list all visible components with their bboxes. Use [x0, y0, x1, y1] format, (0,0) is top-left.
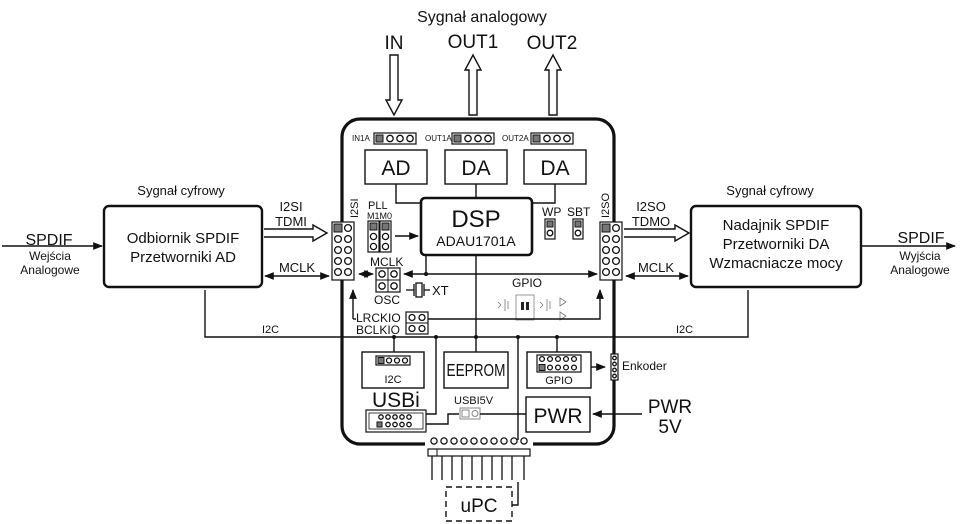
bclkio-label: BCLKIO	[356, 323, 400, 337]
gpio-header[interactable]	[536, 354, 582, 373]
receiver-line1: Odbiornik SPDIF	[127, 230, 240, 247]
eeprom-label: EEPROM	[447, 362, 506, 381]
upc-block	[445, 486, 513, 522]
i2si-label: I2SI	[349, 198, 361, 218]
usbi5v-label: USBI5V	[454, 395, 494, 407]
out1-arrow	[463, 53, 483, 116]
enkoder-header[interactable]	[610, 353, 619, 381]
analog-output-line2: Analogowe	[890, 263, 950, 277]
da2-label: DA	[540, 157, 569, 180]
in-label: IN	[385, 33, 404, 54]
mclk-osc-jumper[interactable]	[375, 267, 401, 293]
out2-label: OUT2	[527, 33, 578, 54]
i2so-bus-arrow	[624, 223, 691, 243]
xt-label: XT	[432, 283, 449, 298]
i2si-bus-arrow	[264, 223, 329, 243]
i2si-header[interactable]	[331, 221, 355, 281]
analog-signal-title: Sygnał analogowy	[417, 9, 547, 26]
i2c-block	[361, 351, 425, 389]
receiver-block	[102, 204, 264, 289]
osc-label: OSC	[374, 293, 400, 307]
pwr-label: PWR	[534, 405, 583, 428]
upc-pin-header[interactable]	[427, 437, 531, 480]
tdmo-bus-label: TDMO	[632, 214, 670, 229]
analog-input-line2: Analogowe	[20, 263, 80, 277]
m1m0-label: M1M0	[367, 211, 392, 221]
dsp-chip-name: ADAU1701A	[436, 233, 516, 249]
usbi-label: USBi	[372, 389, 420, 412]
usbi5v-jumper[interactable]	[459, 407, 481, 420]
gpio-block-label: GPIO	[545, 375, 573, 387]
lrck-bclk-jumper[interactable]	[405, 311, 429, 335]
i2so-header[interactable]	[599, 221, 623, 281]
i2c-left-label: I2C	[262, 324, 279, 336]
pll-jumper[interactable]	[367, 220, 392, 253]
spdif-output-label: SPDIF	[897, 230, 944, 247]
eeprom-block	[443, 351, 509, 389]
sbt-jumper[interactable]	[572, 218, 584, 240]
in1a-label: IN1A	[352, 134, 370, 143]
i2c-header[interactable]	[375, 355, 411, 366]
analog-output-line1: Wyjścia	[899, 249, 941, 263]
i2so-bus-label: I2SO	[636, 199, 666, 214]
pwr-input-voltage: 5V	[658, 417, 682, 438]
enkoder-label: Enkoder	[622, 359, 667, 373]
out1-label: OUT1	[448, 32, 499, 53]
wp-label: WP	[542, 205, 561, 219]
left-section-title: Sygnał cyfrowy	[137, 183, 225, 198]
tdmi-bus-label: TDMI	[275, 214, 307, 229]
transmitter-line2: Przetworniki DA	[723, 236, 830, 253]
pwr-block	[525, 396, 591, 433]
receiver-line2: Przetworniki AD	[130, 249, 236, 266]
upc-label: uPC	[461, 496, 498, 517]
usbi-connector[interactable]	[365, 409, 427, 433]
transmitter-line1: Nadajnik SPDIF	[723, 217, 830, 234]
i2c-block-label: I2C	[384, 374, 401, 386]
transmitter-block	[689, 204, 863, 289]
i2so-label: I2SO	[600, 192, 612, 218]
i2c-right-label: I2C	[676, 324, 693, 336]
gpio-switch-icon	[497, 294, 567, 321]
pll-label: PLL	[368, 200, 388, 212]
out2a-header[interactable]: OUT2A	[502, 132, 574, 145]
da1-label: DA	[461, 157, 490, 180]
lrckio-label: LRCKIO	[356, 311, 401, 325]
dsp-title: DSP	[451, 206, 500, 233]
gpio-area-label: GPIO	[512, 276, 542, 290]
wp-jumper[interactable]	[544, 218, 556, 240]
out2-arrow	[543, 53, 563, 116]
right-section-title: Sygnał cyfrowy	[726, 183, 814, 198]
spdif-input-label: SPDIF	[25, 232, 72, 249]
analog-input-line1: Wejścia	[29, 249, 71, 263]
mclk-left-label: MCLK	[279, 260, 315, 275]
out2a-label: OUT2A	[502, 134, 529, 143]
da1-block	[444, 149, 508, 185]
in1a-header[interactable]: IN1A	[352, 132, 417, 145]
ad-label: AD	[381, 157, 410, 180]
mclk-board-label: MCLK	[370, 255, 403, 269]
i2si-bus-label: I2SI	[279, 199, 302, 214]
in-arrow	[384, 54, 404, 117]
crystal-icon	[406, 282, 430, 298]
sbt-label: SBT	[567, 205, 591, 219]
pwr-input-label: PWR	[648, 397, 692, 418]
out1a-header[interactable]: OUT1A	[425, 132, 495, 145]
out1a-label: OUT1A	[425, 134, 452, 143]
mclk-right-label: MCLK	[638, 260, 674, 275]
transmitter-line3: Wzmacniacze mocy	[709, 255, 843, 272]
